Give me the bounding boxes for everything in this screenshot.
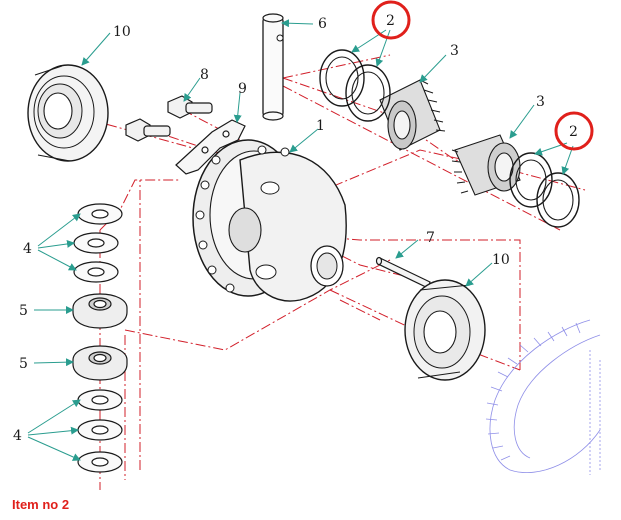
shim-washers-item-2-upper <box>319 49 391 122</box>
callout-3-lower: 3 <box>536 94 545 110</box>
shim-washers-item-2-lower <box>509 152 580 228</box>
callout-6: 6 <box>318 16 327 32</box>
pin-item-7 <box>375 256 431 289</box>
ring-gear <box>485 319 601 475</box>
exploded-differential-diagram: 10 6 2 3 8 9 3 1 2 7 10 4 5 5 4 <box>13 0 601 490</box>
callout-4-lower: 4 <box>13 428 22 444</box>
callout-9: 9 <box>238 81 247 97</box>
pinion-gear-item-3-lower <box>451 134 521 196</box>
callout-4-upper: 4 <box>23 241 32 257</box>
differential-housing-item-1 <box>192 139 347 302</box>
bearing-item-10-left <box>27 64 109 162</box>
callout-8: 8 <box>200 67 209 83</box>
washer-item-4-2 <box>73 232 119 254</box>
callout-10-left: 10 <box>113 24 131 40</box>
pinion-gear-item-3-upper <box>379 79 446 151</box>
highlight-circles-item-2 <box>371 0 594 151</box>
lock-plate-item-9 <box>175 119 246 175</box>
leader-lines <box>27 19 574 461</box>
callout-5-lower: 5 <box>19 356 28 372</box>
washer-item-4-4 <box>77 389 123 411</box>
washer-item-4-3 <box>73 261 119 283</box>
washer-item-4-1 <box>77 203 123 225</box>
thrust-washer-item-5-upper <box>72 293 128 329</box>
callout-labels: 10 6 2 3 8 9 3 1 2 7 10 4 5 5 4 <box>13 13 578 444</box>
washer-item-4-6 <box>77 451 123 473</box>
pin-item-6 <box>262 13 284 121</box>
caption-text: Item no 2 <box>12 497 70 512</box>
callout-1: 1 <box>316 118 325 134</box>
callout-2-lower: 2 <box>569 124 578 140</box>
bearing-item-10-right <box>404 279 486 381</box>
washer-item-4-5 <box>77 419 123 441</box>
callout-3-upper: 3 <box>450 43 459 59</box>
callout-2-upper: 2 <box>386 13 395 29</box>
callout-5-upper: 5 <box>19 303 28 319</box>
thrust-washer-item-5-lower <box>72 345 128 381</box>
callout-10-right: 10 <box>492 252 510 268</box>
callout-7: 7 <box>426 230 435 246</box>
